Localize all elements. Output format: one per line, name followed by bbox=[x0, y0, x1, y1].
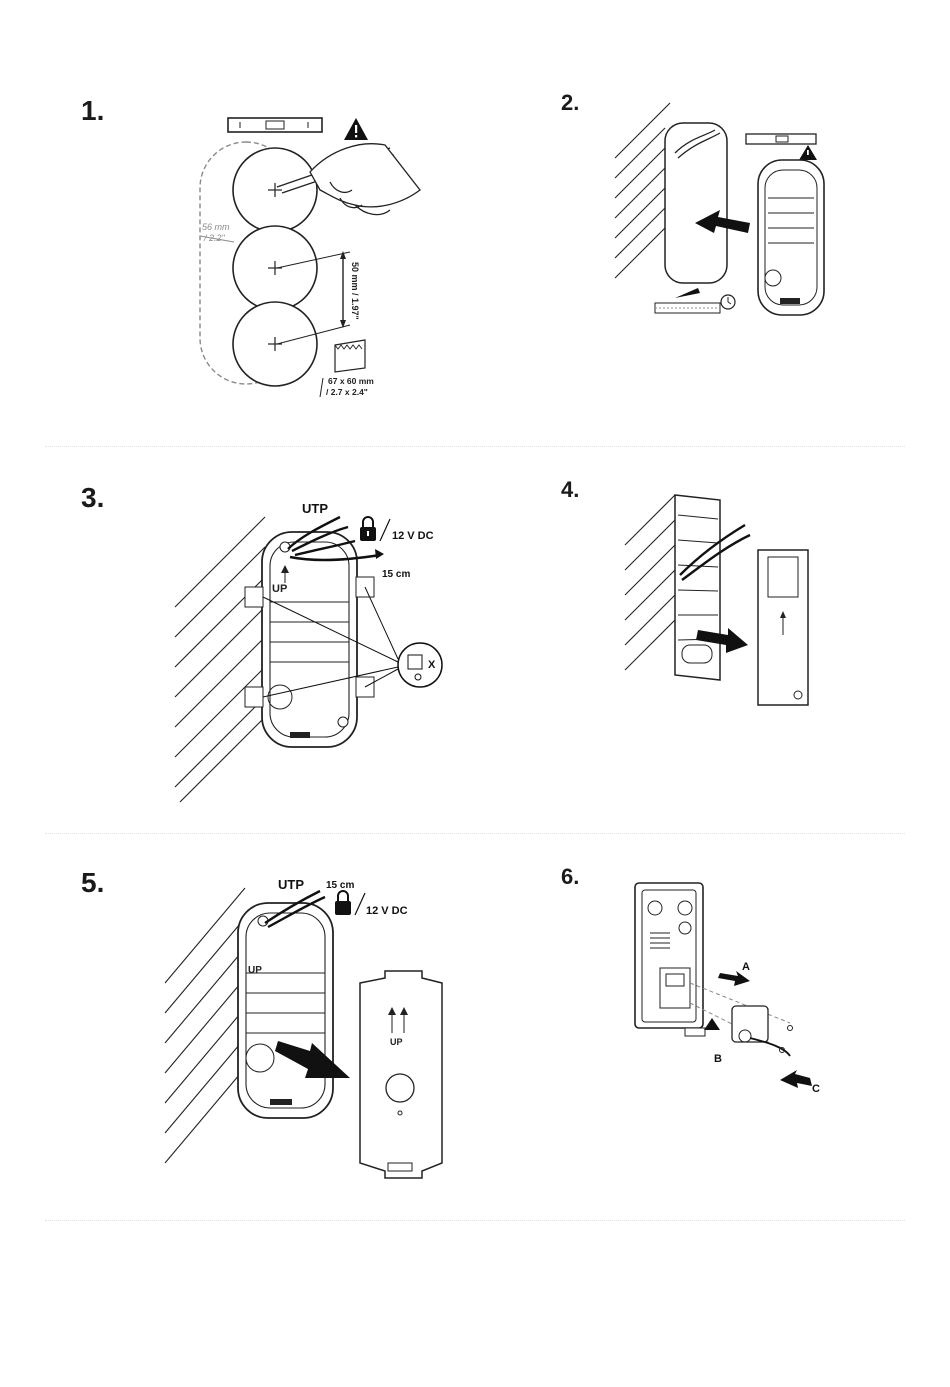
lock-icon bbox=[360, 517, 376, 541]
up-label: UP bbox=[272, 583, 287, 595]
label-c: C bbox=[812, 1083, 820, 1095]
step-2-illustration bbox=[610, 98, 850, 323]
x-mark-label: X bbox=[428, 659, 436, 671]
step-2-number: 2. bbox=[561, 92, 579, 114]
step-1-number: 1. bbox=[81, 97, 104, 125]
label-b: B bbox=[714, 1053, 722, 1065]
step-4-number: 4. bbox=[561, 479, 579, 501]
step-4-illustration bbox=[620, 485, 820, 715]
spacing-label: 50 mm / 1.97" bbox=[350, 262, 360, 320]
divider-2 bbox=[45, 833, 905, 834]
step-3-number: 3. bbox=[81, 484, 104, 512]
spirit-level-icon bbox=[228, 118, 322, 132]
utp-label: UTP bbox=[302, 501, 328, 516]
lock-icon-5 bbox=[335, 891, 351, 915]
step-6-illustration: A B C bbox=[630, 878, 840, 1108]
length-label-5: 15 cm bbox=[326, 880, 354, 891]
warning-icon bbox=[344, 118, 368, 140]
power-label: 12 V DC bbox=[392, 530, 434, 542]
step-1-illustration: 50 mm / 1.97" 56 mm / 2.2" 67 x 60 mm / … bbox=[180, 110, 440, 410]
cover-up-label: UP bbox=[390, 1037, 403, 1047]
length-label: 15 cm bbox=[382, 569, 410, 580]
power-label-5: 12 V DC bbox=[366, 905, 408, 917]
box-up-label: UP bbox=[248, 965, 262, 976]
trowel-icon bbox=[655, 288, 720, 313]
divider-3 bbox=[45, 1220, 905, 1221]
hole-size-label: 67 x 60 mm bbox=[328, 376, 374, 386]
divider-1 bbox=[45, 446, 905, 447]
clock-icon bbox=[721, 295, 735, 309]
utp-label-5: UTP bbox=[278, 877, 304, 892]
hole-size-label-inch: / 2.7 x 2.4" bbox=[326, 387, 368, 397]
step-3-illustration: UP UTP 12 V DC 15 cm X bbox=[170, 497, 460, 807]
width-label-inch: / 2.2" bbox=[203, 233, 226, 243]
step-6-number: 6. bbox=[561, 866, 579, 888]
step-5-illustration: UP UTP 15 cm 12 V DC UP bbox=[160, 873, 460, 1188]
label-a: A bbox=[742, 961, 750, 973]
width-label: 56 mm bbox=[202, 222, 230, 232]
step-5-number: 5. bbox=[81, 869, 104, 897]
